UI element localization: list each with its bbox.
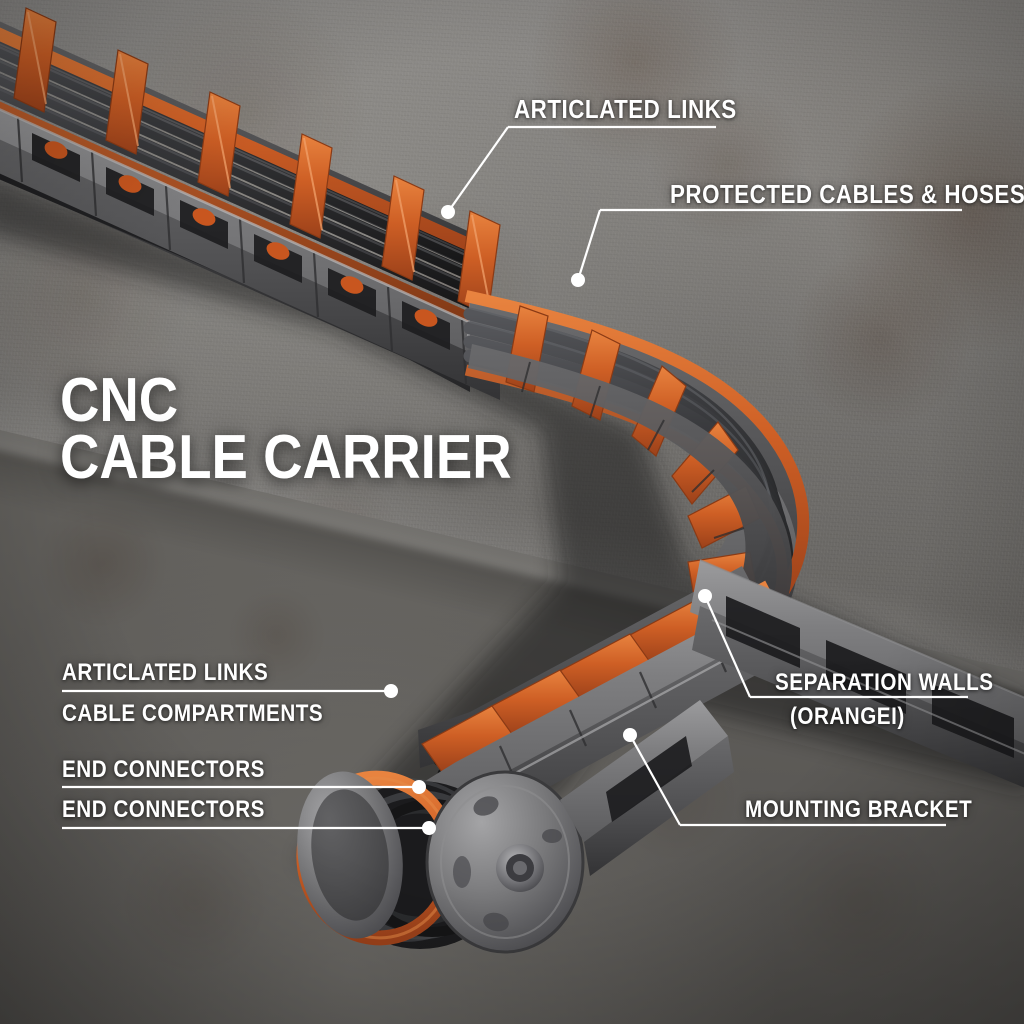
articulated-links-upper bbox=[0, 108, 501, 400]
callout-label-end-connectors-upper: END CONNECTORS bbox=[62, 756, 265, 783]
carrier-run-lower bbox=[413, 559, 1024, 862]
callout-label-cable-compartments: CABLE COMPARTMENTS bbox=[62, 700, 324, 727]
callout-label-end-connectors-lower: END CONNECTORS bbox=[62, 796, 265, 823]
callout-label-protected-cables-hoses: PROTECTED CABLES & HOSES bbox=[670, 179, 1024, 209]
link-pivot-pins bbox=[44, 141, 438, 327]
carrier-run-upper bbox=[0, 7, 501, 400]
callout-label-articulated-links-top: ARTICLATED LINKS bbox=[514, 94, 737, 124]
title-line-1: CNC bbox=[60, 366, 179, 435]
callout-sublabel-separation-walls: (ORANGEI) bbox=[790, 703, 905, 730]
title-line-2: CABLE CARRIER bbox=[60, 423, 512, 493]
end-connector-ring-left bbox=[297, 771, 403, 939]
callout-label-articulated-links-left: ARTICLATED LINKS bbox=[62, 659, 269, 686]
crossbars-upper bbox=[13, 7, 501, 316]
callout-label-mounting-bracket: MOUNTING BRACKET bbox=[745, 796, 973, 823]
callout-label-separation-walls: SEPARATION WALLS bbox=[775, 669, 994, 696]
poster-title: CNC CABLE CARRIER bbox=[60, 370, 512, 493]
